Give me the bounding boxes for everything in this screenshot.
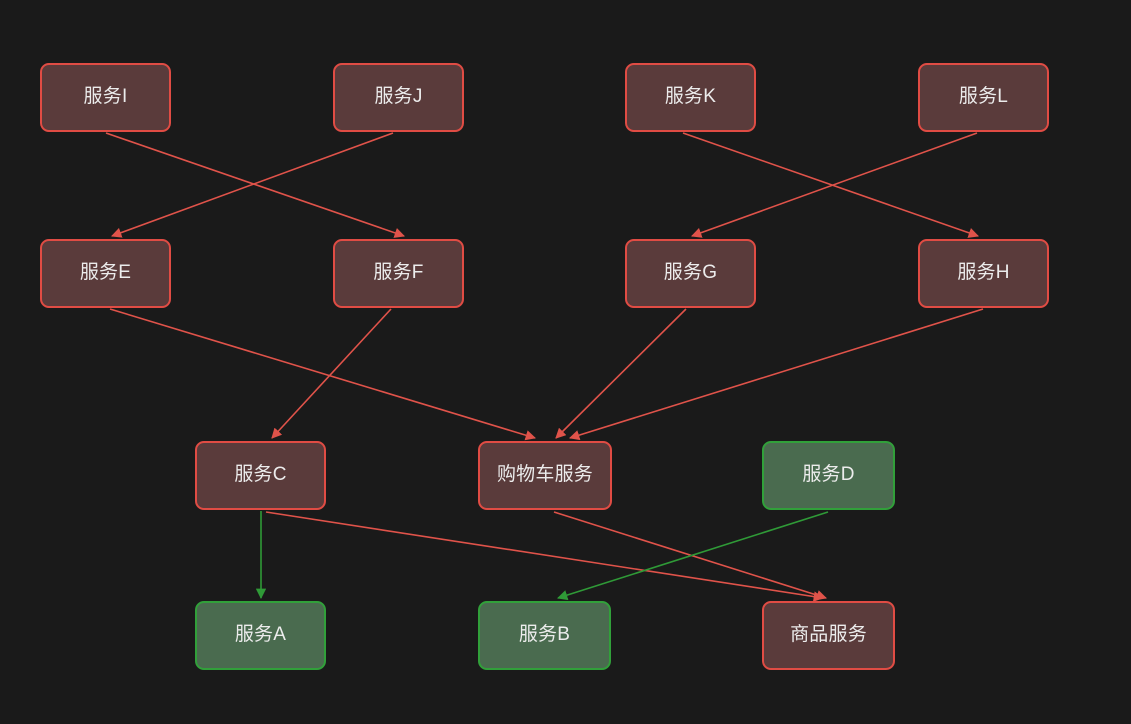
- node-svcB[interactable]: 服务B: [478, 601, 611, 670]
- node-label: 服务K: [664, 86, 717, 108]
- node-svcD[interactable]: 服务D: [762, 441, 895, 510]
- node-svcG[interactable]: 服务G: [625, 239, 756, 308]
- node-label: 服务H: [957, 262, 1010, 284]
- node-svcA[interactable]: 服务A: [195, 601, 326, 670]
- node-svcI[interactable]: 服务I: [40, 63, 171, 132]
- node-svcC[interactable]: 服务C: [195, 441, 326, 510]
- node-svcF[interactable]: 服务F: [333, 239, 464, 308]
- node-prod[interactable]: 商品服务: [762, 601, 895, 670]
- node-svcJ[interactable]: 服务J: [333, 63, 464, 132]
- node-label: 服务J: [374, 86, 423, 108]
- node-svcL[interactable]: 服务L: [918, 63, 1049, 132]
- node-label: 服务F: [373, 262, 424, 284]
- node-svcK[interactable]: 服务K: [625, 63, 756, 132]
- node-cart[interactable]: 购物车服务: [478, 441, 612, 510]
- node-label: 服务I: [83, 86, 128, 108]
- node-label: 服务G: [663, 262, 718, 284]
- node-label: 服务E: [79, 262, 132, 284]
- node-label: 服务B: [518, 624, 571, 646]
- node-label: 服务D: [802, 464, 855, 486]
- node-svcE[interactable]: 服务E: [40, 239, 171, 308]
- node-label: 购物车服务: [496, 464, 593, 486]
- node-label: 服务A: [234, 624, 287, 646]
- node-label: 商品服务: [790, 624, 867, 646]
- node-svcH[interactable]: 服务H: [918, 239, 1049, 308]
- node-label: 服务C: [234, 464, 287, 486]
- node-label: 服务L: [958, 86, 1009, 108]
